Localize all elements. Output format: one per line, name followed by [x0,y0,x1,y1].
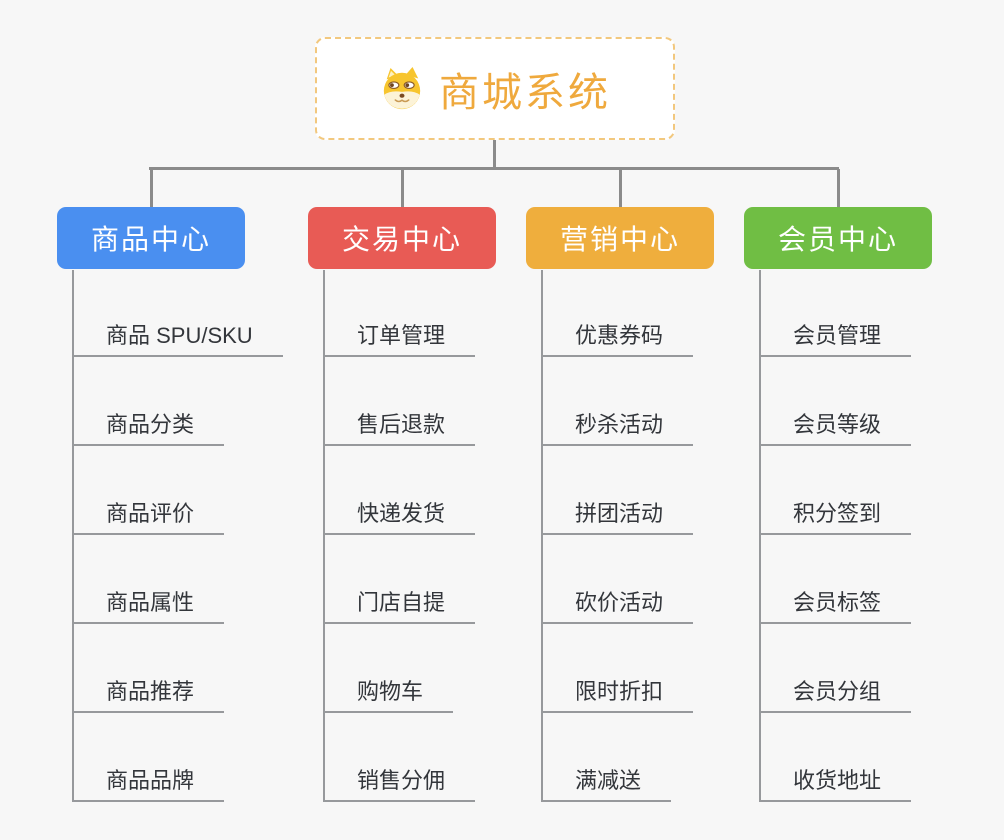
branch-node-marketing-center[interactable]: 营销中心 [526,207,714,269]
connector-root-stub [493,140,496,168]
branch-trunk-line [541,270,543,802]
branch-node-member-center[interactable]: 会员中心 [744,207,932,269]
branch-node-trade-center[interactable]: 交易中心 [308,207,496,269]
branch-item[interactable]: 收货地址 [759,768,912,802]
root-title: 商城系统 [439,70,611,115]
branch-item[interactable]: 会员等级 [759,412,912,446]
branch-item[interactable]: 限时折扣 [541,679,694,713]
branch-item[interactable]: 满减送 [541,768,672,802]
root-node[interactable]: 商城系统 [315,37,675,140]
branch-item[interactable]: 购物车 [323,679,454,713]
branch-item[interactable]: 优惠券码 [541,323,694,357]
branch-item[interactable]: 快递发货 [323,501,476,535]
connector-horizontal-bar [149,167,839,170]
branch-trunk-line [759,270,761,802]
connector-drop-marketing-center [618,169,622,207]
branch-label: 营销中心 [559,224,680,255]
branch-item[interactable]: 秒杀活动 [541,412,694,446]
branch-node-product-center[interactable]: 商品中心 [57,207,245,269]
branch-item[interactable]: 商品分类 [72,412,225,446]
branch-item[interactable]: 售后退款 [323,412,476,446]
branch-item[interactable]: 拼团活动 [541,501,694,535]
branch-item[interactable]: 商品 SPU/SKU [72,323,283,357]
branch-item[interactable]: 销售分佣 [323,768,476,802]
branch-item[interactable]: 会员标签 [759,590,912,624]
doge-dog-icon [383,66,421,109]
branch-item[interactable]: 会员分组 [759,679,912,713]
branch-label: 商品中心 [90,224,211,255]
branch-item[interactable]: 商品推荐 [72,679,225,713]
branch-item[interactable]: 门店自提 [323,590,476,624]
branch-item[interactable]: 商品品牌 [72,768,225,802]
branch-item[interactable]: 商品属性 [72,590,225,624]
branch-item[interactable]: 积分签到 [759,501,912,535]
branch-item[interactable]: 商品评价 [72,501,225,535]
branch-label: 会员中心 [777,224,898,255]
branch-trunk-line [323,270,325,802]
connector-drop-product-center [149,169,153,207]
branch-item[interactable]: 会员管理 [759,323,912,357]
branch-label: 交易中心 [341,224,462,255]
connector-drop-trade-center [400,169,404,207]
connector-drop-member-center [836,169,840,207]
branch-item[interactable]: 砍价活动 [541,590,694,624]
branch-item[interactable]: 订单管理 [323,323,476,357]
branch-trunk-line [72,270,74,802]
